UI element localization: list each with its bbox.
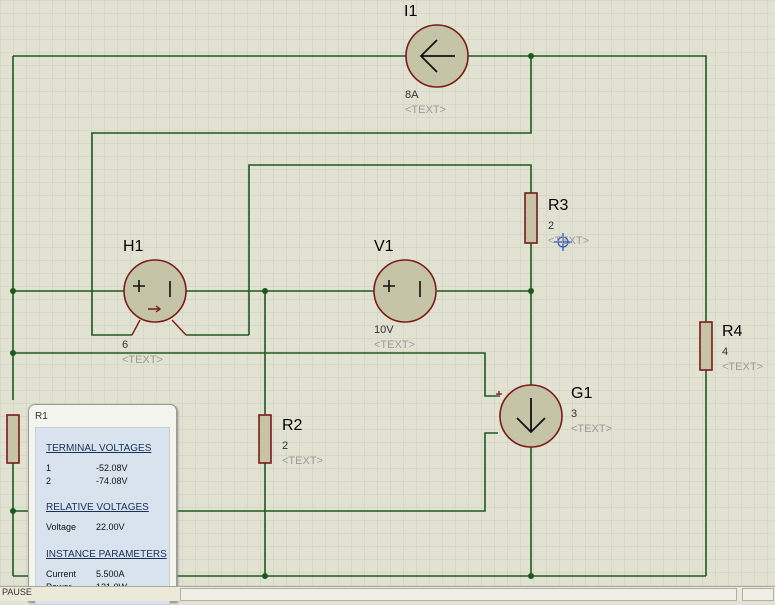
i1-name: I1 (404, 3, 418, 20)
resistor-r4[interactable] (699, 321, 713, 371)
r2-value: 2 (282, 440, 289, 452)
arrow-down-icon (516, 398, 546, 434)
resistor-r1[interactable] (6, 414, 20, 464)
instance-parameters-header: INSTANCE PARAMETERS (46, 549, 167, 560)
relative-voltage-value: 22.00V (96, 522, 125, 532)
arrow-right-icon (148, 305, 162, 313)
terminal-2-pin: 2 (46, 476, 52, 486)
r3-text: <TEXT> (548, 235, 589, 247)
terminal-2-value: -74.08V (96, 476, 128, 486)
crosshair-cursor-icon (554, 233, 572, 251)
r2-text: <TEXT> (282, 455, 323, 467)
popup-body: TERMINAL VOLTAGES 1 -52.08V 2 -74.08V RE… (35, 427, 170, 605)
r3-name: R3 (548, 197, 569, 214)
v1-name: V1 (374, 238, 394, 255)
voltage-source-v1[interactable] (373, 259, 437, 323)
junction-dots (10, 53, 534, 579)
vccs-g1[interactable] (496, 384, 563, 448)
h1-name: H1 (123, 238, 144, 255)
terminal-voltages-header: TERMINAL VOLTAGES (46, 443, 152, 454)
current-source-i1[interactable] (405, 24, 469, 88)
v1-text: <TEXT> (374, 339, 415, 351)
probe-popup[interactable]: R1 TERMINAL VOLTAGES 1 -52.08V 2 -74.08V… (28, 404, 177, 605)
r2-name: R2 (282, 417, 303, 434)
current-label: Current (46, 569, 77, 579)
status-mode: PAUSE (2, 587, 32, 597)
i1-text: <TEXT> (405, 104, 446, 116)
r3-value: 2 (548, 220, 555, 232)
relative-voltages-header: RELATIVE VOLTAGES (46, 502, 149, 513)
wires (12, 55, 707, 577)
g1-text: <TEXT> (571, 423, 612, 435)
g1-value: 3 (571, 408, 578, 420)
resistor-r2[interactable] (258, 414, 272, 464)
resistor-r3[interactable] (524, 192, 538, 244)
terminal-1-value: -52.08V (96, 463, 128, 473)
status-coord-box (742, 588, 774, 601)
arrow-left-icon (419, 39, 455, 73)
status-message-box (180, 588, 737, 601)
r4-name: R4 (722, 323, 743, 340)
v1-value: 10V (374, 324, 394, 336)
relative-voltage-label: Voltage (46, 522, 77, 532)
terminal-1-pin: 1 (46, 463, 52, 473)
current-value: 5.500A (96, 569, 125, 579)
popup-title: R1 (35, 411, 48, 422)
i1-value: 8A (405, 89, 419, 101)
r4-value: 4 (722, 346, 729, 358)
g1-name: G1 (571, 385, 593, 402)
r4-text: <TEXT> (722, 361, 763, 373)
ccvs-h1[interactable] (123, 259, 187, 336)
status-bar: PAUSE (0, 586, 775, 601)
h1-value: 6 (122, 339, 129, 351)
h1-text: <TEXT> (122, 354, 163, 366)
